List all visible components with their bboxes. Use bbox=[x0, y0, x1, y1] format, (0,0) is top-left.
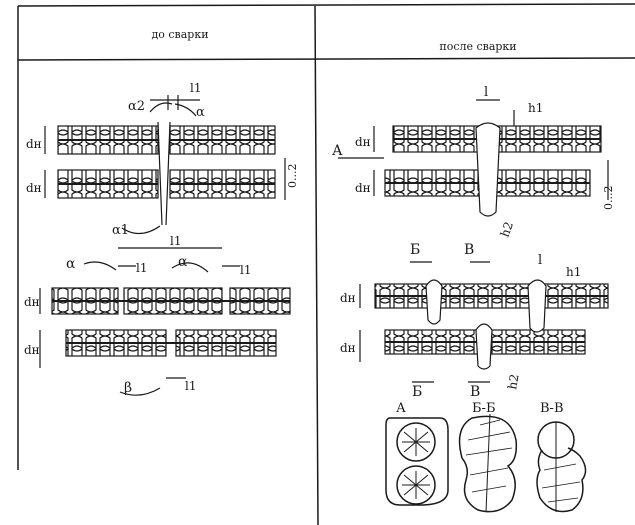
label-b-top: Б bbox=[410, 242, 420, 258]
label-dnm-2: dн bbox=[340, 341, 356, 355]
label-dn-4: dн bbox=[24, 343, 40, 357]
label-section-bb: Б-Б bbox=[472, 401, 496, 416]
label-beta: β bbox=[124, 380, 132, 396]
label-v-bot: В bbox=[470, 384, 480, 400]
label-section-a: А bbox=[396, 401, 406, 416]
label-dn-2: dн bbox=[26, 181, 42, 195]
label-h1-top: h1 bbox=[528, 101, 543, 115]
label-gap-right: 0...2 bbox=[602, 186, 615, 211]
label-dn-3: dн bbox=[24, 295, 40, 309]
label-alpha-b: α bbox=[178, 254, 188, 270]
label-dn-1: dн bbox=[26, 137, 42, 151]
right-bottom-rebars bbox=[359, 261, 609, 383]
label-l1-a: l1 bbox=[136, 261, 147, 275]
right-top-rebars bbox=[338, 99, 609, 217]
label-alpha1: α1 bbox=[112, 223, 129, 238]
header-left: до сварки bbox=[151, 28, 208, 41]
left-top-rebars bbox=[44, 95, 286, 235]
label-l-top: l bbox=[484, 85, 488, 100]
label-section-vv: В-В bbox=[540, 401, 564, 416]
label-l1-top: l1 bbox=[190, 81, 201, 95]
section-v-v bbox=[536, 421, 587, 513]
label-h2-bot: h2 bbox=[505, 373, 521, 391]
label-dn-6: dн bbox=[355, 181, 371, 195]
label-h2-top: h2 bbox=[498, 220, 516, 239]
section-view-a bbox=[385, 417, 449, 506]
label-gap-left: 0...2 bbox=[286, 164, 299, 189]
left-bottom-rebars bbox=[39, 247, 291, 396]
label-view-a: А bbox=[332, 143, 343, 159]
label-v-top: В bbox=[464, 242, 474, 258]
section-b-b bbox=[458, 413, 518, 513]
label-dnm-1: dн bbox=[340, 291, 356, 305]
label-alpha1-a: α bbox=[196, 105, 205, 120]
header-right: после сварки bbox=[439, 40, 516, 53]
label-l1-mid: l1 bbox=[170, 234, 181, 248]
table-frame bbox=[17, 3, 635, 525]
label-alpha2: α2 bbox=[128, 99, 145, 114]
label-alpha-a: α bbox=[66, 256, 76, 272]
label-b-bot: Б bbox=[412, 384, 422, 400]
label-l-bot: l bbox=[538, 253, 542, 268]
label-h1-bot: h1 bbox=[566, 265, 581, 279]
label-dn-5: dн bbox=[355, 135, 371, 149]
label-l1-b: l1 bbox=[240, 263, 251, 277]
label-l1-c: l1 bbox=[185, 379, 196, 393]
